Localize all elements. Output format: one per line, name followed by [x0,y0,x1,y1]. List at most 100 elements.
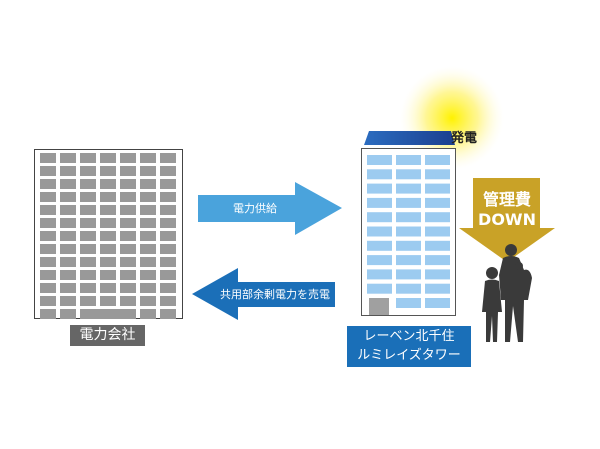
tower-label: レーベン北千住 ルミレイズタワー [347,326,471,367]
window [120,179,136,189]
window [396,298,421,308]
window [425,169,450,180]
supply-arrow-label: 電力供給 [233,202,277,215]
window [160,192,176,202]
window [396,155,421,165]
window [100,179,116,189]
window [40,192,56,202]
company-label: 電力会社 [70,325,145,346]
window [80,205,96,215]
window [396,169,421,180]
solar-label: 発電 [451,131,478,146]
window [120,257,136,267]
window [80,166,96,176]
window [140,153,156,163]
window [60,153,76,163]
cost-label: 管理費 [482,190,531,209]
window [396,197,421,208]
window [100,231,116,241]
window [60,192,76,202]
window [367,212,392,223]
window [100,270,116,280]
window [396,269,421,280]
window [40,309,56,319]
window [80,270,96,280]
window [425,269,450,280]
window [40,257,56,267]
window [425,283,450,294]
window [60,205,76,215]
window [40,283,56,293]
window [80,296,96,306]
window [425,226,450,237]
cost-down-label: 管理費 DOWN [465,190,549,230]
window [367,197,392,208]
window [100,283,116,293]
window [100,296,116,306]
window [120,192,136,202]
window [80,179,96,189]
solar-panel-roof [364,131,455,145]
window [160,270,176,280]
family-silhouette [482,244,532,342]
window [140,205,156,215]
window [140,179,156,189]
window [120,283,136,293]
window [160,244,176,254]
window [80,283,96,293]
window [160,205,176,215]
window [367,169,392,180]
window [60,309,76,319]
window [40,205,56,215]
window [40,179,56,189]
down-label: DOWN [478,210,536,229]
window [140,296,156,306]
window [396,212,421,223]
window [160,153,176,163]
window [140,192,156,202]
window [425,255,450,266]
window [100,166,116,176]
window [100,257,116,267]
window [60,257,76,267]
window [396,240,421,251]
window [120,205,136,215]
window [100,218,116,228]
window [120,270,136,280]
tower-building [361,148,456,316]
window [80,153,96,163]
window [140,283,156,293]
tower-label-line2: ルミレイズタワー [357,348,461,363]
window [40,270,56,280]
window [140,257,156,267]
window [60,166,76,176]
window [367,183,392,194]
window [60,296,76,306]
window [160,257,176,267]
window [160,283,176,293]
supply-arrow [198,182,342,235]
window [40,231,56,241]
window [80,309,136,319]
window [396,226,421,237]
window [396,183,421,194]
window [120,296,136,306]
window [120,244,136,254]
window [160,218,176,228]
window [367,226,392,237]
window [367,255,392,266]
window [100,153,116,163]
window [160,309,176,319]
sell-arrow [192,268,335,320]
window [40,296,56,306]
window [100,205,116,215]
window [140,309,156,319]
window [120,231,136,241]
window [40,218,56,228]
window [367,283,392,294]
window [60,218,76,228]
window [40,153,56,163]
window [160,166,176,176]
window [140,231,156,241]
